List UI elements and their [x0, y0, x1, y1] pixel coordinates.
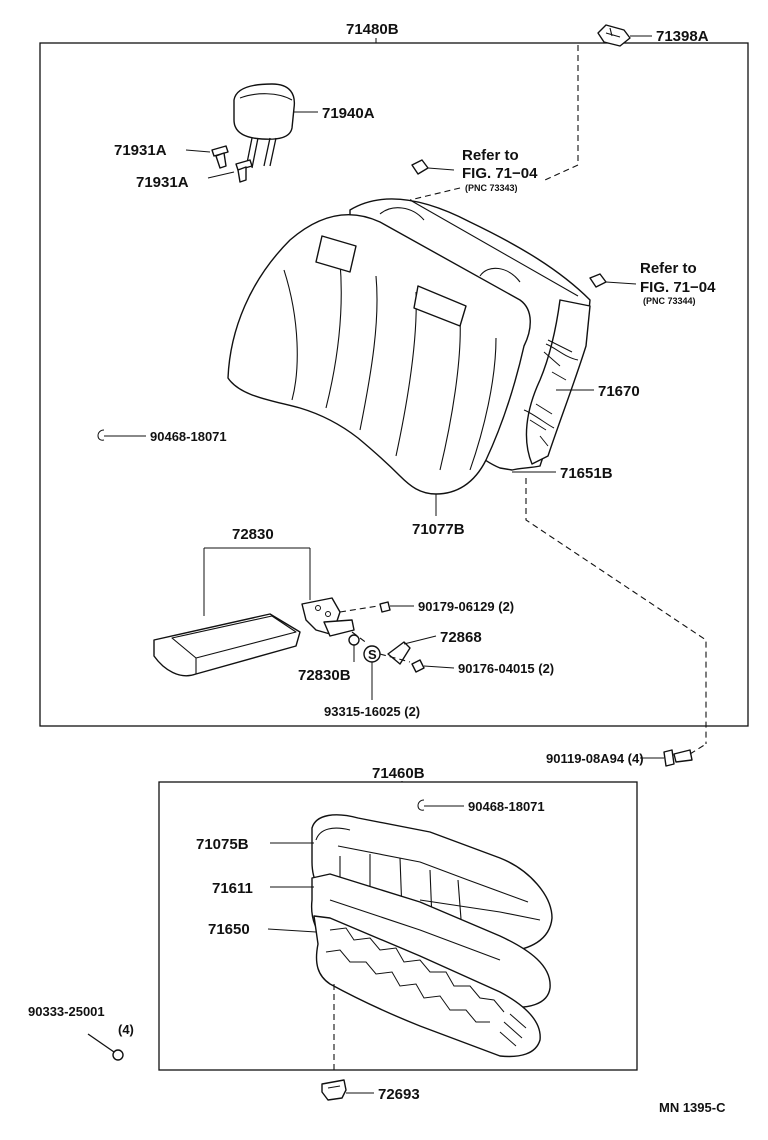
cushion-hog-ring-label: 90468-18071 [468, 799, 545, 814]
bolt-between-label: 90119-08A94 (4) [546, 751, 644, 766]
armrest-part [153, 613, 301, 677]
clip-label: 72693 [378, 1086, 420, 1103]
seatback-pad-label: 71651B [560, 465, 613, 482]
cushion-frame-part [313, 915, 541, 1058]
cushion-assembly-frame [158, 781, 638, 1071]
refer-2-line2: FIG. 71−04 [640, 279, 716, 296]
seatback-cover-label: 71077B [412, 521, 465, 538]
headrest-support-upper-label: 71931A [114, 142, 167, 159]
spacer-symbol: S [368, 647, 377, 662]
headrest-label: 71940A [322, 105, 375, 122]
seatback-frame-label: 71670 [598, 383, 640, 400]
armrest-assy-label: 72830 [232, 526, 274, 543]
seatback-assembly-frame [39, 42, 749, 727]
screw-2-label: 90176-04015 (2) [458, 661, 554, 676]
hook-part [597, 24, 631, 47]
refer-2-line3: (PNC 73344) [643, 296, 696, 306]
spacer-label: 93315-16025 (2) [324, 704, 420, 719]
cushion-assembly-number: 71460B [372, 765, 425, 782]
headrest-support-lower-part [235, 159, 253, 183]
headrest-support-upper-part [211, 145, 229, 169]
cushion-pad-label: 71611 [212, 880, 253, 897]
armrest-hinge-label: 72868 [440, 629, 482, 646]
hook-label: 71398A [656, 28, 709, 45]
armrest-bracket-label: 72830B [298, 667, 351, 684]
seatback-hog-ring-label: 90468-18071 [150, 429, 227, 444]
screw-1-label: 90179-06129 (2) [418, 599, 514, 614]
refer-1-line1: Refer to [462, 147, 519, 164]
lower-bolt-label: 90333-25001 [28, 1004, 105, 1019]
cushion-frame-label: 71650 [208, 921, 250, 938]
seatback-part-group [227, 198, 591, 495]
refer-1-line3: (PNC 73343) [465, 183, 518, 193]
headrest-part [233, 83, 296, 169]
seatback-assembly-number: 71480B [346, 21, 399, 38]
headrest-support-lower-label: 71931A [136, 174, 189, 191]
refer-2-line1: Refer to [640, 260, 697, 277]
cushion-cover-label: 71075B [196, 836, 249, 853]
figure-code: MN 1395-C [659, 1100, 726, 1115]
lower-bolt-qty: (4) [118, 1022, 134, 1037]
clip-part [321, 1079, 347, 1101]
refer-1-line2: FIG. 71−04 [462, 165, 538, 182]
